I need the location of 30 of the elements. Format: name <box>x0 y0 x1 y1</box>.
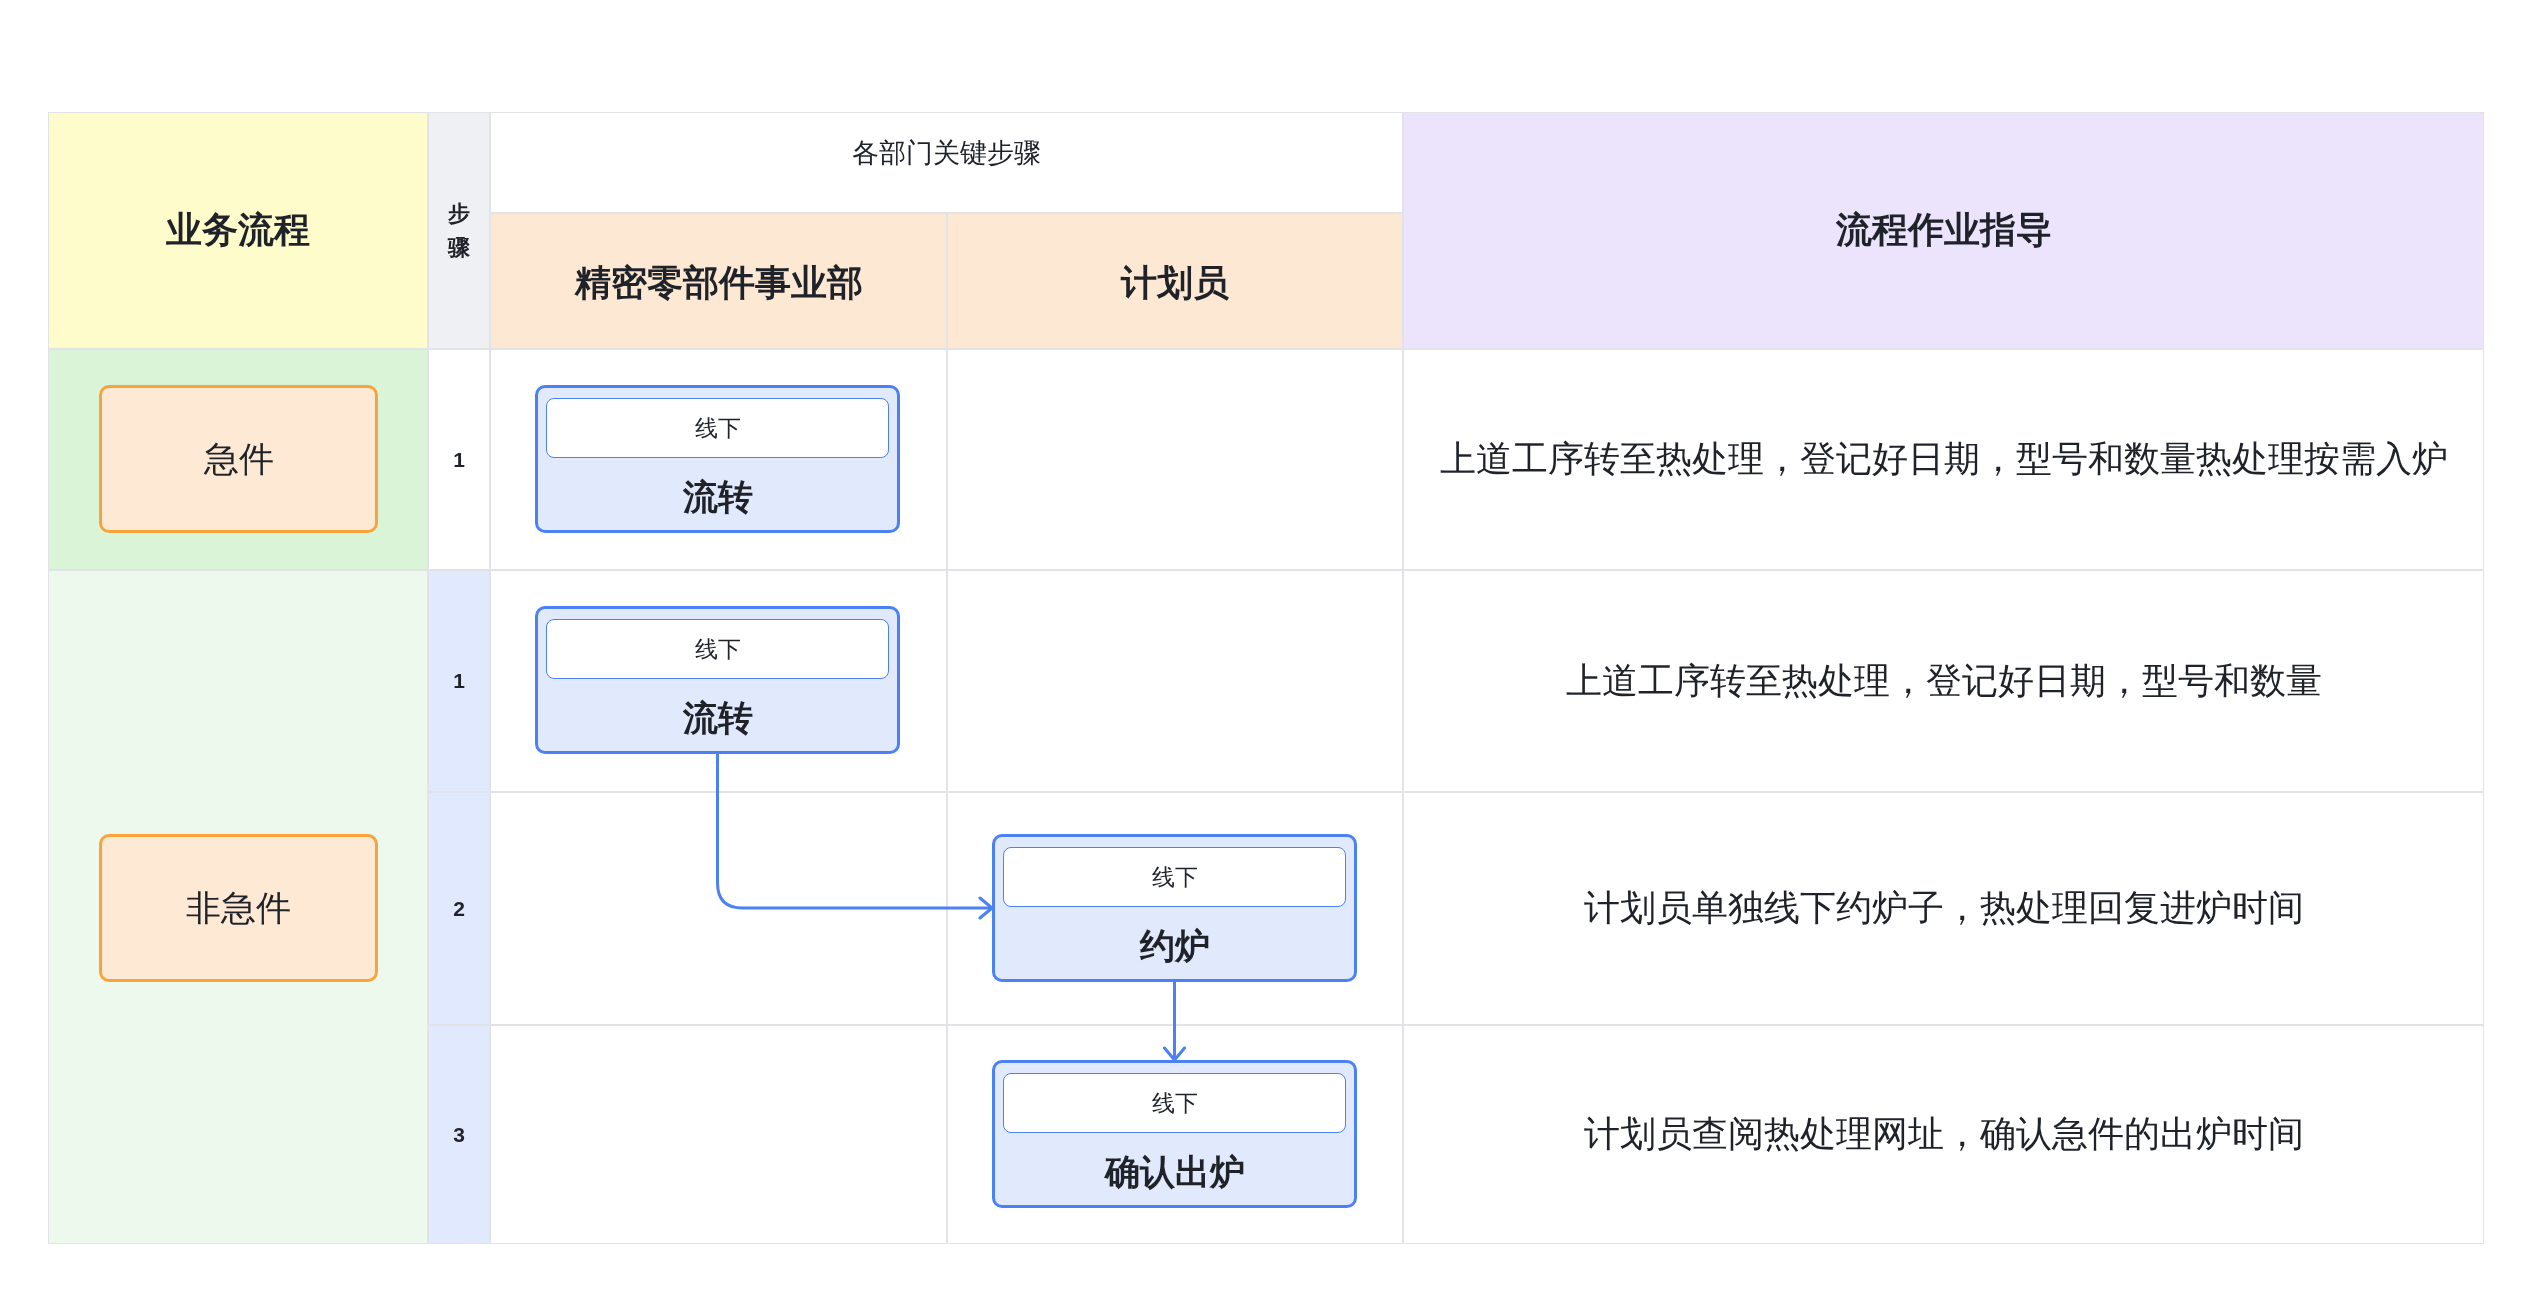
step-number: 1 <box>453 669 465 693</box>
process-box <box>535 385 900 533</box>
column-group-header: 各部门关键步骤 <box>852 136 1041 170</box>
guidance-text: 计划员单独线下约炉子，热处理回复进炉时间 <box>1583 886 2304 930</box>
guidance-text: 计划员查阅热处理网址，确认急件的出炉时间 <box>1583 1112 2304 1156</box>
step-title: 确认出炉 <box>1104 1150 1245 1193</box>
step-title: 约炉 <box>1139 924 1210 967</box>
column-header: 步骤 <box>447 199 471 262</box>
guidance-text: 上道工序转至热处理，登记好日期，型号和数量热处理按需入炉 <box>1439 437 2448 481</box>
connector-arrow <box>1163 982 1186 1062</box>
process-box <box>992 834 1357 982</box>
process-box <box>535 606 900 754</box>
guidance-text: 上道工序转至热处理，登记好日期，型号和数量 <box>1565 658 2322 703</box>
mode-tag: 线下 <box>1003 1073 1346 1133</box>
process-box <box>992 1060 1357 1208</box>
connector-arrow <box>716 754 994 920</box>
category-box: 急件 <box>99 385 378 533</box>
step-number: 3 <box>453 1122 465 1147</box>
column-header: 业务流程 <box>166 208 310 252</box>
lane-header: 精密零部件事业部 <box>574 260 863 305</box>
step-title: 流转 <box>682 696 753 739</box>
step-number: 1 <box>453 447 465 472</box>
category-box: 非急件 <box>99 834 378 982</box>
step-title: 流转 <box>682 475 753 518</box>
step-number: 2 <box>453 896 465 921</box>
mode-tag: 线下 <box>546 619 889 679</box>
mode-tag: 线下 <box>1003 847 1346 907</box>
column-header: 流程作业指导 <box>1835 208 2052 252</box>
lane-header: 计划员 <box>1121 260 1229 305</box>
mode-tag: 线下 <box>546 398 889 458</box>
